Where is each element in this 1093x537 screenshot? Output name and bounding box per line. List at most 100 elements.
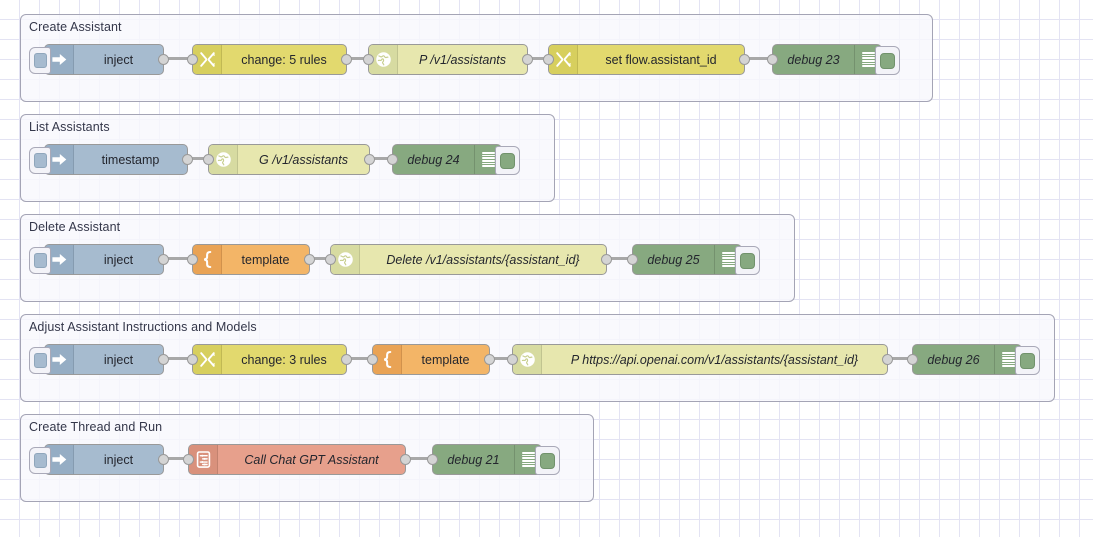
- wire-n2-http-to-n2-debug[interactable]: [371, 157, 391, 160]
- wire-n1-change-to-n1-http[interactable]: [348, 57, 367, 60]
- node-output-port[interactable]: [341, 354, 352, 365]
- inject-trigger-button[interactable]: [29, 447, 51, 474]
- node-input-port[interactable]: [767, 54, 778, 65]
- node-n1-debug[interactable]: debug 23: [767, 44, 900, 75]
- node-input-port[interactable]: [203, 154, 214, 165]
- node-input-port[interactable]: [363, 54, 374, 65]
- wire-n3-template-to-n3-http[interactable]: [311, 257, 329, 260]
- wire-n3-http-to-n3-debug[interactable]: [608, 257, 631, 260]
- node-label: change: 5 rules: [241, 52, 327, 67]
- wire-n4-change-to-n4-template[interactable]: [348, 357, 371, 360]
- node-input-port[interactable]: [427, 454, 438, 465]
- arrow-right-icon: [50, 250, 69, 269]
- group-label: Create Thread and Run: [29, 420, 163, 434]
- node-input-port[interactable]: [907, 354, 918, 365]
- node-icon-cell: [209, 145, 238, 174]
- node-input-port[interactable]: [367, 354, 378, 365]
- node-output-port[interactable]: [522, 54, 533, 65]
- node-n4-template[interactable]: template: [367, 344, 495, 375]
- node-output-port[interactable]: [364, 154, 375, 165]
- node-output-port[interactable]: [158, 354, 169, 365]
- node-output-port[interactable]: [484, 354, 495, 365]
- node-n1-change[interactable]: change: 5 rules: [187, 44, 352, 75]
- node-n2-inject[interactable]: timestamp: [29, 144, 193, 175]
- node-output-port[interactable]: [158, 254, 169, 265]
- wire-n4-template-to-n4-http[interactable]: [491, 357, 511, 360]
- debug-lines-icon: [1001, 352, 1015, 367]
- wire-n4-http-to-n4-debug[interactable]: [889, 357, 911, 360]
- node-input-port[interactable]: [387, 154, 398, 165]
- wire-n2-inject-to-n2-http[interactable]: [189, 157, 207, 160]
- node-input-port[interactable]: [507, 354, 518, 365]
- node-n2-debug[interactable]: debug 24: [387, 144, 520, 175]
- debug-toggle-button[interactable]: [495, 146, 520, 175]
- globe-icon: [214, 150, 233, 169]
- node-input-port[interactable]: [325, 254, 336, 265]
- node-n4-http[interactable]: P https://api.openai.com/v1/assistants/{…: [507, 344, 893, 375]
- node-n1-http[interactable]: P /v1/assistants: [363, 44, 533, 75]
- node-n4-debug[interactable]: debug 26: [907, 344, 1040, 375]
- wire-n1-inject-to-n1-change[interactable]: [165, 57, 191, 60]
- node-label: P https://api.openai.com/v1/assistants/{…: [570, 352, 859, 367]
- inject-trigger-button[interactable]: [29, 247, 51, 274]
- node-input-port[interactable]: [187, 54, 198, 65]
- node-label: debug 23: [787, 52, 840, 67]
- node-input-port[interactable]: [627, 254, 638, 265]
- group-label: Create Assistant: [29, 20, 122, 34]
- debug-lines-icon: [721, 252, 735, 267]
- node-n4-inject[interactable]: inject: [29, 344, 169, 375]
- arrow-right-icon: [50, 450, 69, 469]
- inject-trigger-knob: [33, 53, 47, 68]
- group-label: Adjust Assistant Instructions and Models: [29, 320, 257, 334]
- node-output-port[interactable]: [739, 54, 750, 65]
- node-n2-http[interactable]: G /v1/assistants: [203, 144, 375, 175]
- node-input-port[interactable]: [187, 354, 198, 365]
- node-n3-http[interactable]: Delete /v1/assistants/{assistant_id}: [325, 244, 612, 275]
- debug-toggle-button[interactable]: [535, 446, 560, 475]
- node-label: Delete /v1/assistants/{assistant_id}: [386, 252, 580, 267]
- node-input-port[interactable]: [187, 254, 198, 265]
- node-n5-debug[interactable]: debug 21: [427, 444, 560, 475]
- node-output-port[interactable]: [182, 154, 193, 165]
- wire-n5-chatgpt-to-n5-debug[interactable]: [407, 457, 431, 460]
- wire-n3-inject-to-n3-template[interactable]: [165, 257, 191, 260]
- node-output-port[interactable]: [341, 54, 352, 65]
- node-n5-inject[interactable]: inject: [29, 444, 169, 475]
- globe-icon: [518, 350, 537, 369]
- node-output-port[interactable]: [304, 254, 315, 265]
- debug-toggle-knob: [740, 252, 755, 269]
- node-n5-chatgpt[interactable]: Call Chat GPT Assistant: [183, 444, 411, 475]
- inject-trigger-button[interactable]: [29, 47, 51, 74]
- debug-toggle-button[interactable]: [875, 46, 900, 75]
- node-n3-debug[interactable]: debug 25: [627, 244, 760, 275]
- inject-trigger-knob: [33, 253, 47, 268]
- wire-n1-change2-to-n1-debug[interactable]: [746, 57, 771, 60]
- node-output-port[interactable]: [601, 254, 612, 265]
- node-label: inject: [103, 52, 134, 67]
- wire-n1-http-to-n1-change2[interactable]: [529, 57, 547, 60]
- wire-n4-inject-to-n4-change[interactable]: [165, 357, 191, 360]
- node-output-port[interactable]: [400, 454, 411, 465]
- node-n1-change2[interactable]: set flow.assistant_id: [543, 44, 750, 75]
- node-n3-template[interactable]: template: [187, 244, 315, 275]
- debug-toggle-knob: [1020, 352, 1035, 369]
- debug-toggle-knob: [880, 52, 895, 69]
- debug-toggle-button[interactable]: [735, 246, 760, 275]
- wire-n5-inject-to-n5-chatgpt[interactable]: [165, 457, 187, 460]
- node-output-port[interactable]: [158, 454, 169, 465]
- node-output-port[interactable]: [882, 354, 893, 365]
- node-n4-change[interactable]: change: 3 rules: [187, 344, 352, 375]
- arrow-right-icon: [50, 50, 69, 69]
- node-input-port[interactable]: [543, 54, 554, 65]
- node-n3-inject[interactable]: inject: [29, 244, 169, 275]
- debug-toggle-knob: [500, 152, 515, 169]
- group-label: Delete Assistant: [29, 220, 121, 234]
- node-n1-inject[interactable]: inject: [29, 44, 169, 75]
- debug-toggle-button[interactable]: [1015, 346, 1040, 375]
- node-label: debug 25: [647, 252, 700, 267]
- inject-trigger-button[interactable]: [29, 147, 51, 174]
- node-input-port[interactable]: [183, 454, 194, 465]
- inject-trigger-button[interactable]: [29, 347, 51, 374]
- node-output-port[interactable]: [158, 54, 169, 65]
